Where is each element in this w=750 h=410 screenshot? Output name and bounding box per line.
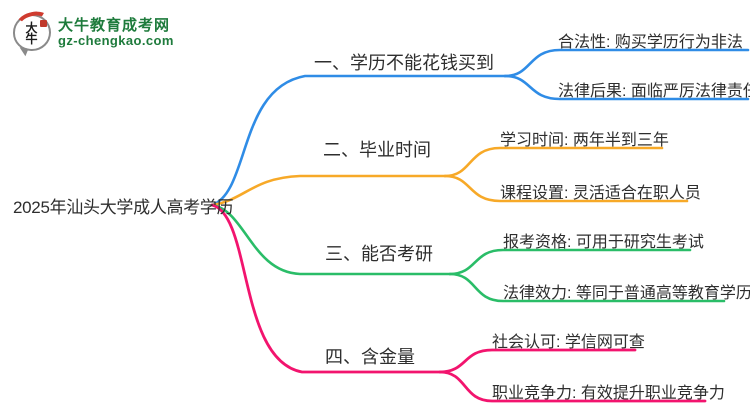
branch-1-child-1-line [503,48,750,78]
branch-4-child-2-label: 职业竞争力: 有效提升职业竞争力 [492,385,725,402]
branch-3-child-1-label: 报考资格: 可用于研究生考试 [503,234,704,251]
logo-seal-icon [40,20,47,27]
logo-subtitle: gz-chengkao.com [58,33,174,48]
branch-1-child-2-label: 法律后果: 面临严厉法律责任 [558,83,750,100]
branch-4-lines [210,203,707,403]
branch-2-label: 二、毕业时间 [323,140,431,160]
branch-2-trunk-line [210,174,447,207]
branch-4-child-1-label: 社会认可: 学信网可查 [492,334,645,351]
logo-text-block: 大牛教育成考网 gz-chengkao.com [58,17,174,48]
logo-bubble-text: 大 牛 [25,20,39,46]
branch-2-child-1-line [443,146,664,178]
branch-1-lines [210,48,750,207]
branch-3-trunk-line [210,203,452,276]
central-topic: 2025年汕头大学成人高考学历 [13,198,234,217]
logo-bubble-tail [18,47,29,57]
branch-4-trunk-line [210,203,442,374]
branch-2-lines [210,146,689,207]
branch-1-child-2-line [503,74,750,101]
branch-4-child-2-line [438,370,707,403]
branch-3-child-2-label: 法律效力: 等同于普通高等教育学历 [503,285,750,302]
daniu-logo-icon: 大 牛 [13,8,53,57]
branch-2-child-2-label: 课程设置: 灵活适合在职人员 [500,185,701,202]
branch-1-child-1-label: 合法性: 购买学历行为非法 [558,34,743,51]
branch-3-child-1-line [448,248,692,276]
branch-1-label: 一、学历不能花钱买到 [314,53,494,73]
branch-3-child-2-line [448,272,726,303]
branch-2-child-2-line [443,174,689,203]
branch-4-label: 四、含金量 [325,347,415,367]
branch-3-label: 三、能否考研 [325,244,433,264]
branch-4-child-1-line [438,348,637,374]
branch-1-trunk-line [210,74,507,207]
branch-2-child-1-label: 学习时间: 两年半到三年 [500,132,669,149]
site-logo: 大 牛 大牛教育成考网 gz-chengkao.com [13,8,174,57]
branch-3-lines [210,203,726,303]
logo-title: 大牛教育成考网 [58,17,171,34]
